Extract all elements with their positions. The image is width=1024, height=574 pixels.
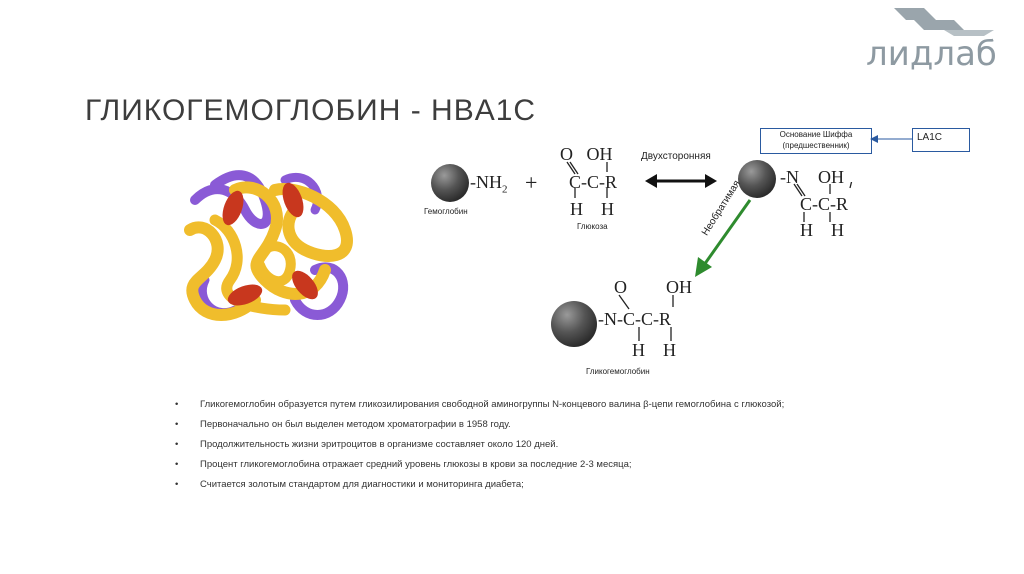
reversible-label: Двухсторонняя	[641, 151, 711, 162]
list-item: Первоначально он был выделен методом хро…	[175, 417, 835, 432]
hemoglobin-sphere-icon	[738, 160, 776, 198]
hemoglobin-sphere-icon	[431, 164, 469, 202]
double-arrow-icon	[645, 174, 717, 188]
glucose-chain: C-C-R	[569, 172, 618, 192]
facts-list: Гликогемоглобин образуется путем гликози…	[175, 397, 835, 497]
hemoglobin-sphere-icon	[551, 301, 597, 347]
glyco-o: O	[614, 277, 627, 297]
schiff-base-box: Основание Шиффа (предшественник)	[760, 128, 872, 154]
la1c-box: LA1C	[912, 128, 970, 152]
amino-group: -NH2	[470, 172, 508, 196]
glyco-chain: -N-C-C-R	[598, 309, 671, 329]
list-item: Считается золотым стандартом для диагнос…	[175, 477, 835, 492]
glycohemoglobin-label: Гликогемоглобин	[586, 367, 650, 376]
schiff-oh: OH	[818, 167, 844, 187]
glyco-bonds	[618, 294, 674, 341]
schiff-chain: C-C-R	[800, 194, 849, 214]
schiff-bottom: H H	[800, 220, 844, 240]
glucose-label: Глюкоза	[577, 222, 608, 231]
logo-mark-icon	[894, 8, 994, 36]
glucose-bonds	[566, 161, 608, 198]
company-logo	[858, 6, 1018, 76]
list-item: Процент гликогемоглобина отражает средни…	[175, 457, 835, 472]
list-item: Продолжительность жизни эритроцитов в ор…	[175, 437, 835, 452]
list-item: Гликогемоглобин образуется путем гликози…	[175, 397, 835, 412]
glucose-top: O OH	[560, 144, 613, 164]
box-connector-arrow-icon	[870, 135, 912, 143]
glyco-oh: OH	[666, 277, 692, 297]
hemoglobin-label: Гемоглобин	[424, 207, 468, 216]
hemoglobin-structure-image	[184, 170, 353, 321]
glyco-bottom: H H	[632, 340, 676, 360]
schiff-n: -N	[780, 167, 799, 187]
schiff-bonds	[793, 182, 853, 222]
logo-text: лидлаб	[866, 34, 997, 74]
plus-sign: +	[525, 170, 538, 195]
page-title: ГЛИКОГЕМОГЛОБИН - HBA1C	[85, 94, 537, 127]
irreversible-arrow-icon	[695, 199, 752, 277]
glucose-bottom: H H	[570, 199, 614, 219]
